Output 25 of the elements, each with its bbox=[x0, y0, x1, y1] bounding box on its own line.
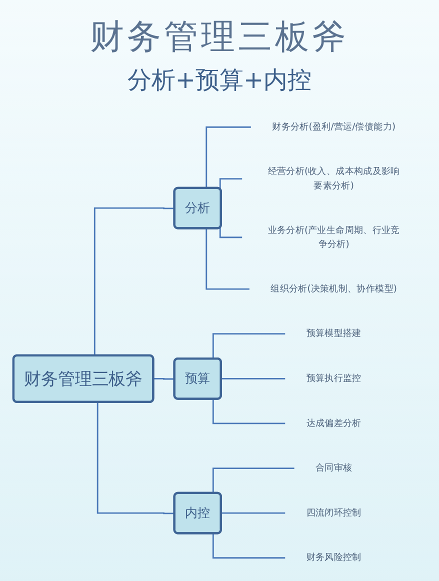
connector bbox=[219, 178, 242, 190]
connector bbox=[219, 228, 242, 238]
connector bbox=[212, 468, 294, 494]
subtitle: 分析+预算+内控 bbox=[127, 65, 312, 96]
node-text: 财务风险控制 bbox=[306, 552, 362, 564]
node-text: 达成偏差分析 bbox=[306, 418, 362, 429]
connector bbox=[206, 126, 251, 188]
connector bbox=[96, 402, 175, 514]
node-text: 业务分析(产业生命周期、行业竞争分析) bbox=[268, 225, 400, 250]
node-text: 预算模型搭建 bbox=[306, 328, 362, 339]
connector bbox=[212, 399, 286, 424]
connector bbox=[212, 534, 286, 559]
node-text: 组织分析(决策机制、协作模型) bbox=[270, 284, 398, 294]
connector bbox=[220, 512, 286, 514]
node-text: 四流闭环控制 bbox=[306, 508, 362, 518]
title: 财务管理三板斧 bbox=[90, 16, 349, 59]
node-text: 财务分析(盈利/营运/偿债能力) bbox=[272, 122, 396, 132]
connector bbox=[206, 228, 250, 290]
connector bbox=[94, 207, 175, 356]
node-text: 经营分析(收入、成本构成及影响要素分析) bbox=[268, 166, 400, 191]
node-text: 预算执行监控 bbox=[306, 373, 362, 384]
connector bbox=[212, 333, 286, 359]
connector bbox=[152, 378, 175, 380]
node-text: 合同审核 bbox=[315, 462, 352, 474]
connector bbox=[220, 378, 286, 380]
